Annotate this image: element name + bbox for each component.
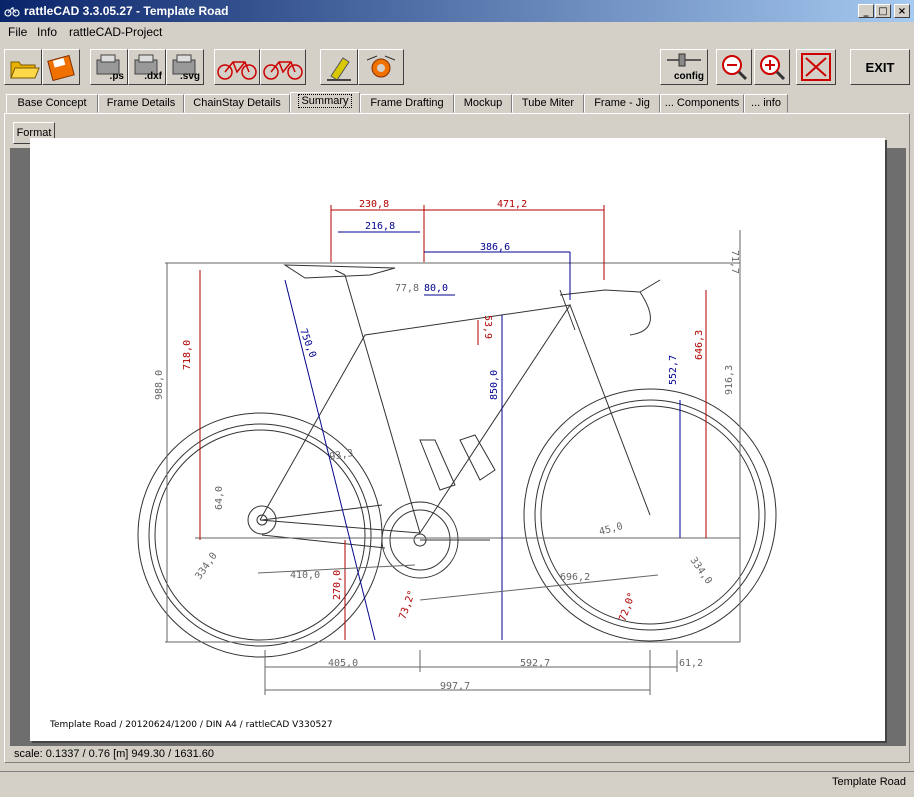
tab-mockup[interactable]: Mockup [454, 94, 512, 113]
ps-label: .ps [109, 71, 124, 82]
tab-frame-details[interactable]: Frame Details [98, 94, 184, 113]
menu-bar: File Info rattleCAD-Project [0, 22, 914, 42]
tab-chainstay-details[interactable]: ChainStay Details [184, 94, 290, 113]
tab-panel [4, 113, 910, 763]
dim-label: 45,0 [598, 521, 624, 538]
menu-file[interactable]: File [8, 25, 28, 39]
maximize-button[interactable]: □ [875, 4, 891, 18]
tab-summary[interactable]: Summary [290, 92, 360, 113]
tab-frame-drafting[interactable]: Frame Drafting [360, 94, 454, 113]
dim-label: 471,2 [497, 199, 527, 210]
dim-label: 646,3 [694, 330, 705, 360]
save-icon [47, 54, 75, 82]
dim-label: 988,0 [154, 370, 165, 400]
tab-bar: Base Concept Frame Details ChainStay Det… [0, 92, 914, 114]
dim-label: 77,8 [395, 283, 419, 294]
menu-project[interactable]: rattleCAD-Project [69, 25, 163, 39]
dim-label: 410,0 [290, 570, 320, 581]
minimize-button[interactable]: _ [858, 4, 874, 18]
drawing-sheet[interactable]: 230,8 471,2 718,0 270,0 53,9 646,3 73,2°… [30, 138, 885, 741]
dim-label: 718,0 [182, 340, 193, 370]
dim-label: 216,8 [365, 221, 395, 232]
dim-label: 386,6 [480, 242, 510, 253]
save-button[interactable] [42, 49, 80, 85]
dim-label: 71,7 [729, 250, 740, 274]
exit-button[interactable]: EXIT [850, 49, 910, 85]
bike-compare-button[interactable] [260, 49, 306, 85]
pen-icon [327, 57, 351, 81]
zoom-out-button[interactable] [716, 49, 752, 85]
dim-label: 64,0 [214, 486, 225, 510]
dim-label: 997,7 [440, 681, 470, 692]
dim-label: 552,7 [668, 355, 679, 385]
tab-base-concept[interactable]: Base Concept [6, 94, 98, 113]
dim-label: 696,2 [560, 572, 590, 583]
bike-view-button[interactable] [214, 49, 260, 85]
dim-label: 93,3 [329, 448, 355, 463]
dim-label: 850,0 [489, 370, 500, 400]
dim-label: 53,9 [482, 315, 493, 339]
dim-label: 592,7 [520, 658, 550, 669]
tab-tube-miter[interactable]: Tube Miter [512, 94, 584, 113]
config-label: config [674, 71, 704, 82]
dxf-label: .dxf [144, 71, 162, 82]
zoom-in-icon [760, 55, 786, 81]
app-icon [4, 7, 20, 17]
title-bar: rattleCAD 3.3.05.27 - Template Road _ □ … [0, 0, 914, 22]
printer-icon [134, 54, 158, 75]
zoom-out-icon [722, 55, 748, 81]
open-button[interactable] [4, 49, 42, 85]
fit-icon [801, 53, 831, 81]
angle-label: 73,2° [397, 589, 418, 621]
dim-label: 61,2 [679, 658, 703, 669]
folder-icon [10, 61, 40, 79]
toolbar: .ps .dxf .svg config EXIT [0, 44, 914, 90]
dim-label: 750,0 [297, 327, 318, 359]
status-project-name: Template Road [832, 776, 906, 788]
status-bar: Template Road [0, 771, 914, 796]
config-button[interactable]: config [660, 49, 708, 85]
close-button[interactable]: × [894, 4, 910, 18]
printer-icon [96, 54, 120, 75]
zoom-in-button[interactable] [754, 49, 790, 85]
dim-label: 916,3 [724, 365, 735, 395]
printer-icon [172, 54, 196, 75]
svg-label: .svg [179, 71, 200, 82]
export-ps-button[interactable]: .ps [90, 49, 128, 85]
export-dxf-button[interactable]: .dxf [128, 49, 166, 85]
drawing-footer: Template Road / 20120624/1200 / DIN A4 /… [50, 720, 333, 730]
slider-icon [667, 53, 701, 67]
bike-drawing: 230,8 471,2 718,0 270,0 53,9 646,3 73,2°… [137, 199, 777, 695]
tab-info[interactable]: ... info [744, 94, 788, 113]
dim-label: 270,0 [332, 570, 343, 600]
tab-components[interactable]: ... Components [660, 94, 744, 113]
dim-label: 405,0 [328, 658, 358, 669]
window-title: rattleCAD 3.3.05.27 - Template Road [24, 4, 229, 18]
reset-button[interactable] [358, 49, 404, 85]
bike-icon [217, 61, 257, 80]
bike-icon [263, 61, 303, 80]
menu-info[interactable]: Info [37, 25, 58, 39]
dim-label: 230,8 [359, 199, 389, 210]
dim-label: 334,0 [193, 551, 219, 582]
dim-label: 334,0 [688, 555, 714, 586]
dim-label: 80,0 [424, 283, 448, 294]
export-svg-button[interactable]: .svg [166, 49, 204, 85]
scale-readout: scale: 0.1337 / 0.76 [m] 949.30 / 1631.6… [14, 748, 214, 760]
render-button[interactable] [320, 49, 358, 85]
fit-screen-button[interactable] [796, 49, 836, 85]
gear-icon [366, 55, 396, 78]
tab-frame-jig[interactable]: Frame - Jig [584, 94, 660, 113]
angle-label: 72,0° [617, 591, 638, 623]
